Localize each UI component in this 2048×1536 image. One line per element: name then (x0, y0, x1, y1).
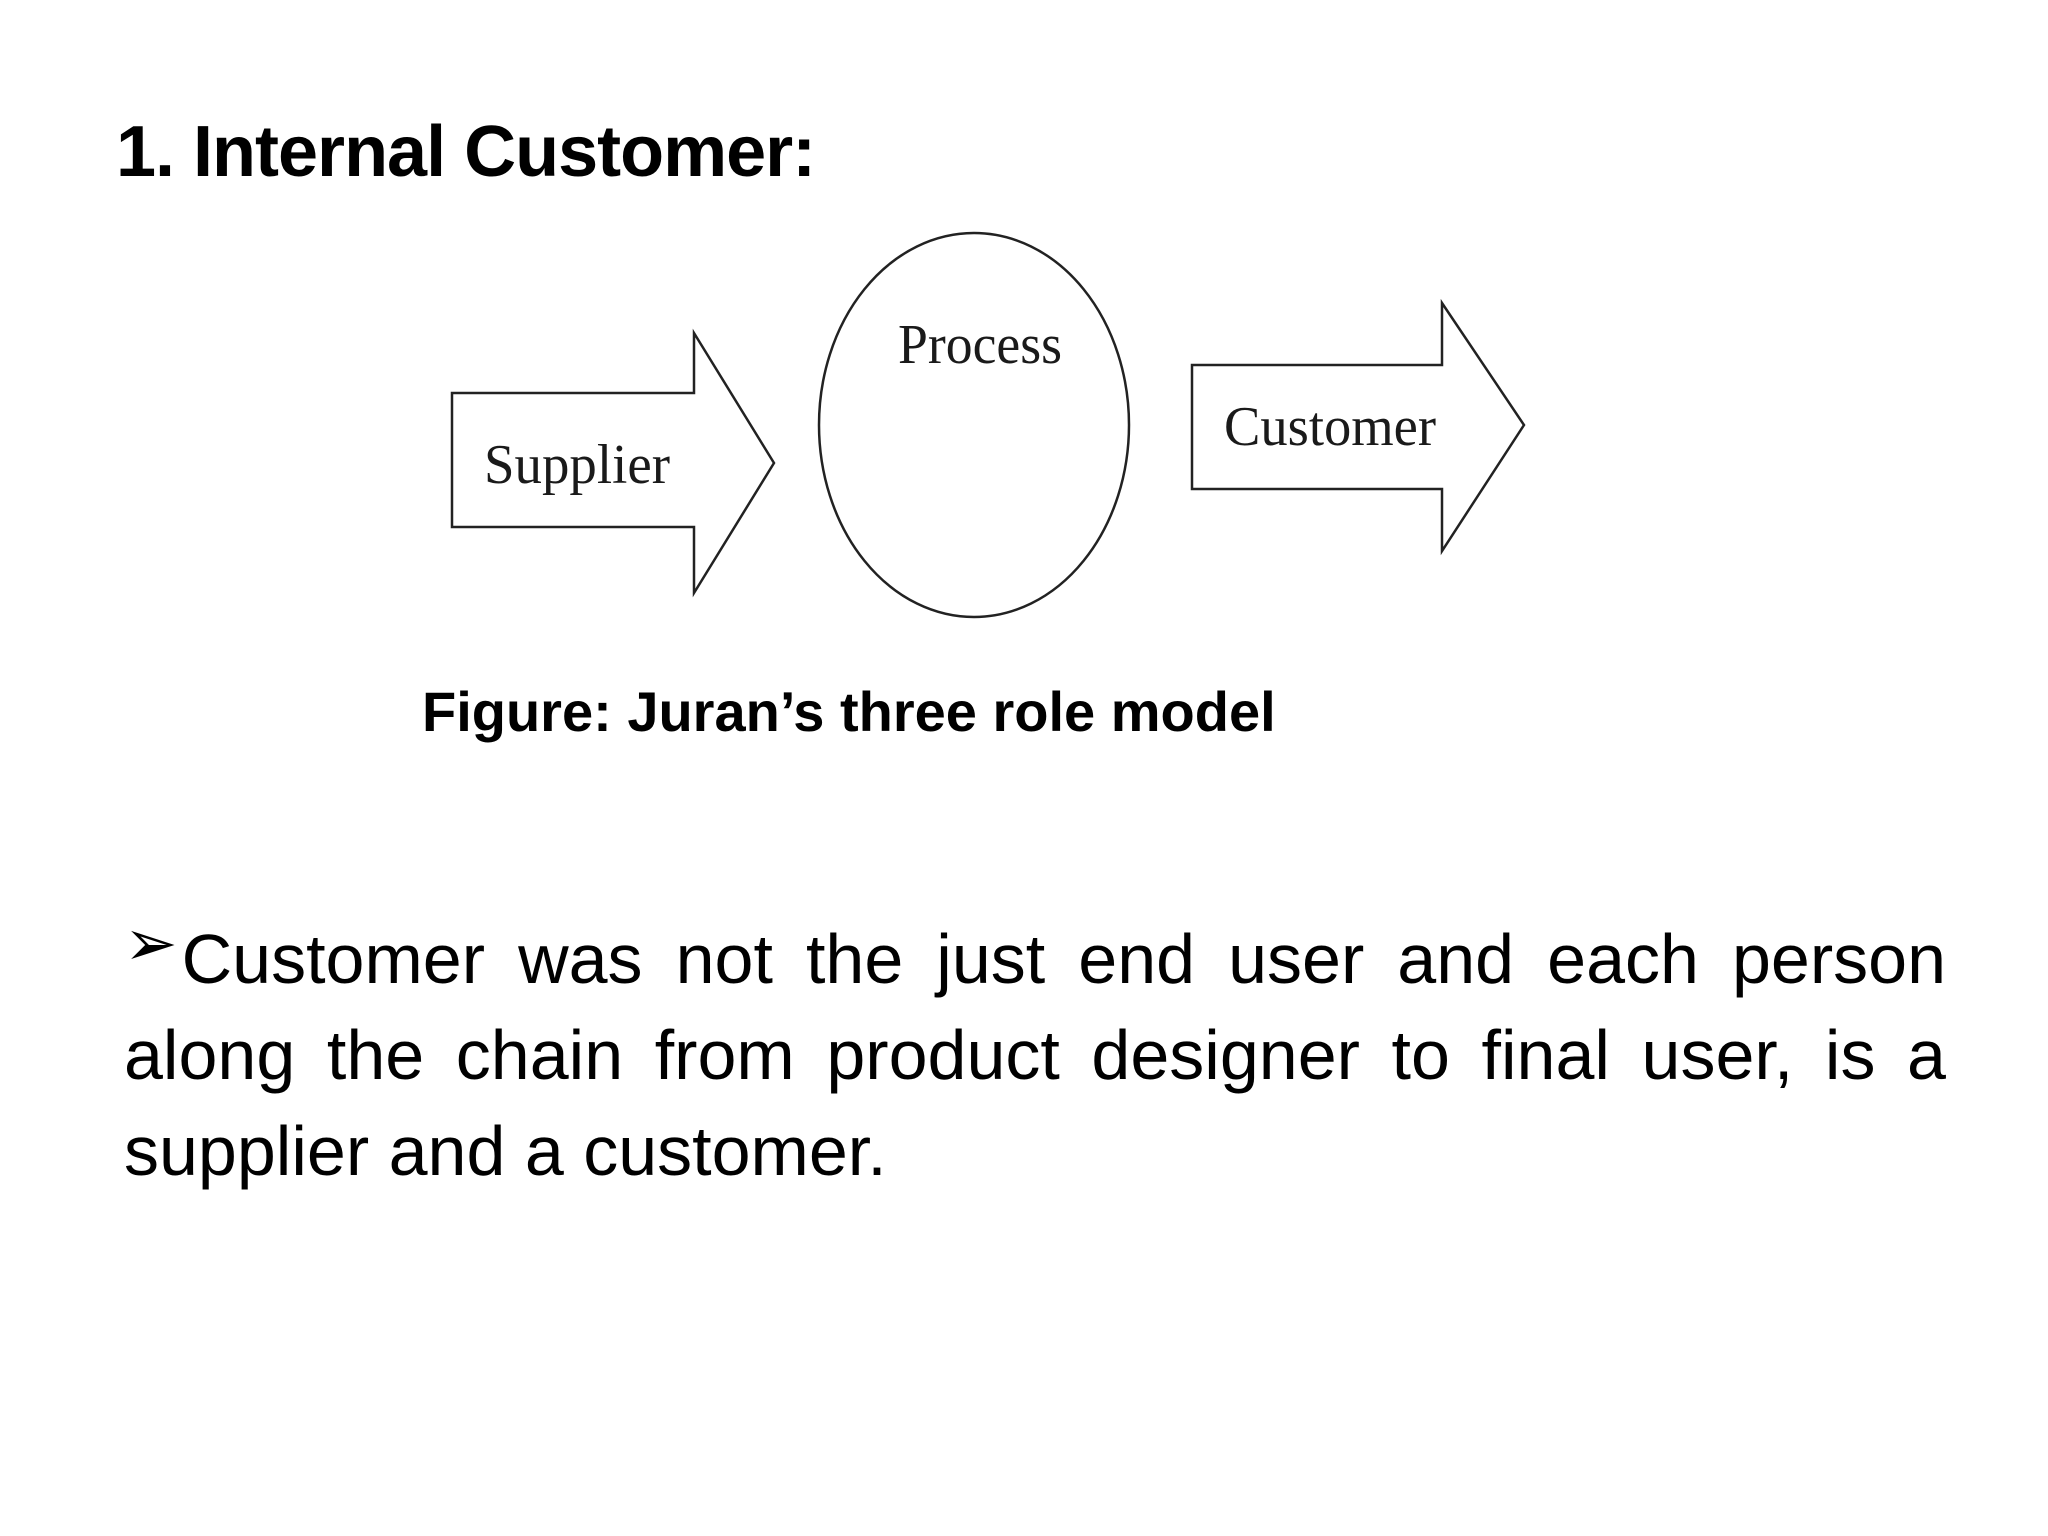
customer-label: Customer (1224, 396, 1436, 458)
figure-caption: Figure: Juran’s three role model (422, 680, 1276, 743)
bullet-line-1: ➢Customer was not the just end user and … (124, 896, 1946, 1007)
process-label: Process (898, 314, 1062, 376)
process-circle (817, 231, 1131, 619)
bullet-line-2: along the chain from product designer to… (124, 1016, 1946, 1094)
arrow-bullet-icon: ➢ (124, 907, 178, 981)
three-role-diagram: Supplier Process Customer (440, 225, 1540, 625)
customer-arrow-shape (1190, 298, 1526, 556)
supplier-label: Supplier (484, 434, 670, 496)
bullet-paragraph: ➢Customer was not the just end user and … (124, 896, 1946, 1199)
bullet-line-3: supplier and a customer. (124, 1112, 887, 1190)
slide-title: 1. Internal Customer: (116, 112, 816, 192)
supplier-arrow-shape (450, 328, 776, 598)
bullet-text-line-1: Customer was not the just end user and e… (181, 920, 1946, 998)
three-role-diagram-svg: Supplier Process Customer (450, 231, 1526, 619)
